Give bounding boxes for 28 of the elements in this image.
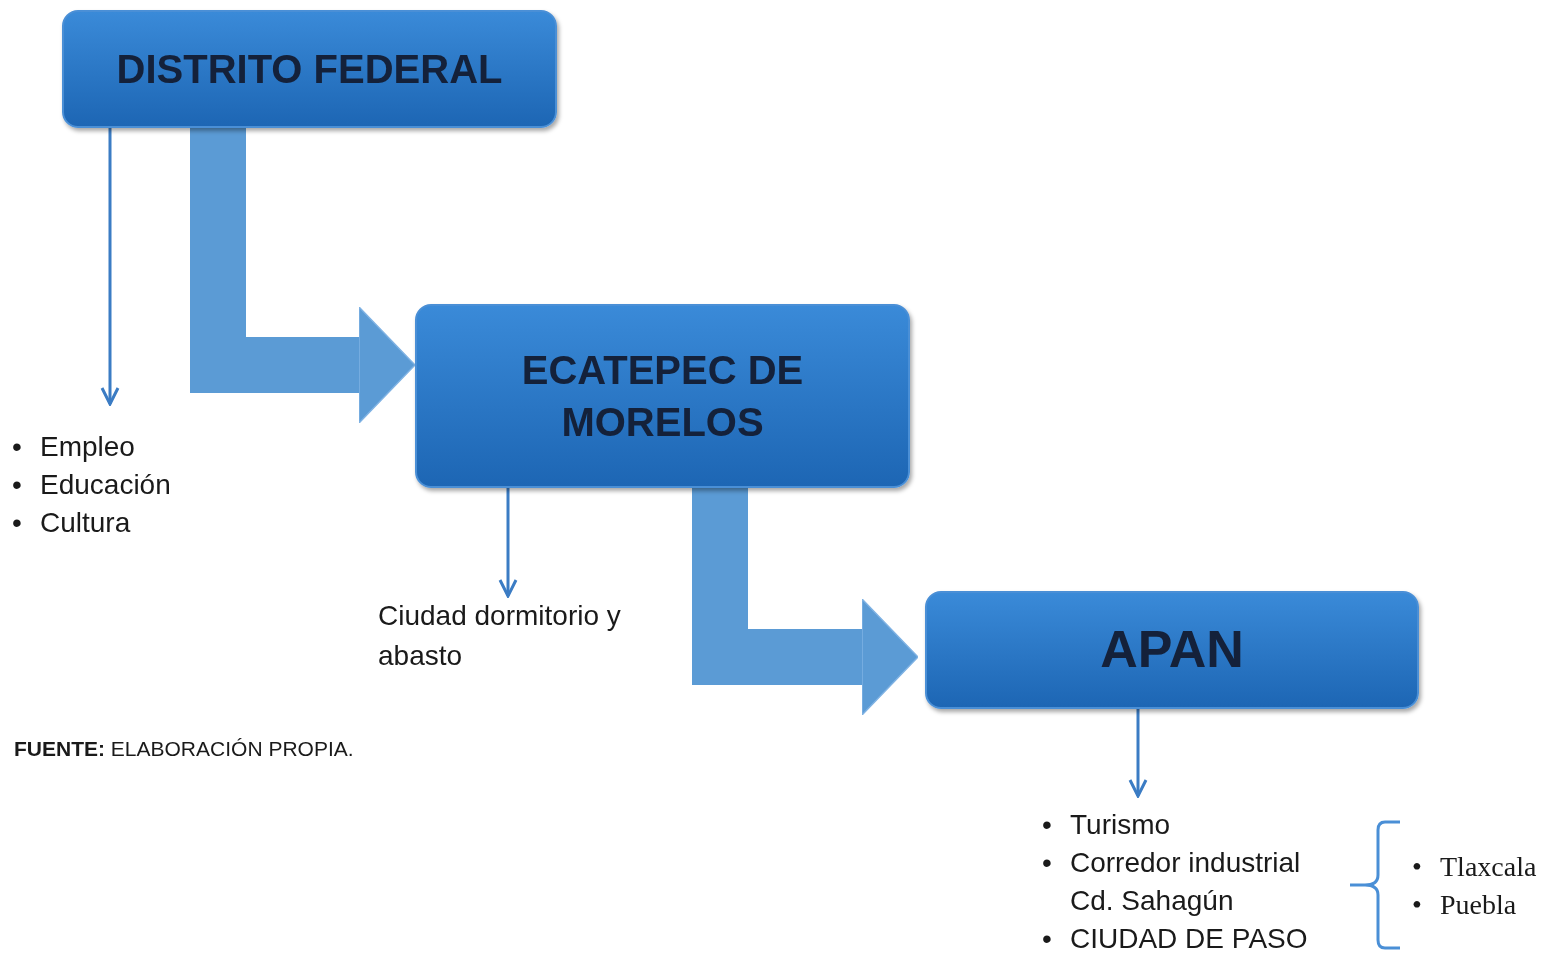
arrow — [1128, 709, 1148, 798]
process-box — [415, 304, 910, 488]
process-box — [925, 591, 1419, 709]
bullet-marker: • — [1411, 850, 1423, 884]
list-item-text: Educación — [40, 468, 171, 502]
list-item-text: CIUDAD DE PASO — [1070, 922, 1308, 953]
process-box — [62, 10, 557, 128]
bullet-marker: • — [11, 468, 23, 502]
box-title: DISTRITO FEDERAL — [116, 46, 503, 93]
list-item-text: Tlaxcala — [1440, 850, 1537, 884]
list-item-text: Cultura — [40, 506, 131, 540]
bullet-marker: • — [1041, 846, 1053, 880]
bullet-marker: • — [11, 430, 23, 464]
bullet-marker: • — [1041, 922, 1053, 953]
arrow — [100, 128, 120, 406]
bullet-marker: • — [11, 506, 23, 540]
list-item-text: Empleo — [40, 430, 135, 464]
block-arrow — [190, 128, 416, 424]
bullet-marker: • — [1041, 808, 1053, 842]
arrow — [498, 488, 518, 598]
list-item-text: Turismo — [1070, 808, 1171, 842]
box-title: ECATEPEC DE MORELOS — [520, 347, 805, 446]
list-item-text: Corredor industrial Cd. Sahagún — [1070, 846, 1302, 918]
bullet-marker: • — [1411, 888, 1423, 922]
source-note: FUENTE: ELABORACIÓN PROPIA. — [14, 737, 354, 761]
note-text: Ciudad dormitorio y abasto — [378, 599, 622, 673]
box-title: APAN — [1100, 619, 1244, 681]
list-item-text: Puebla — [1440, 888, 1517, 922]
